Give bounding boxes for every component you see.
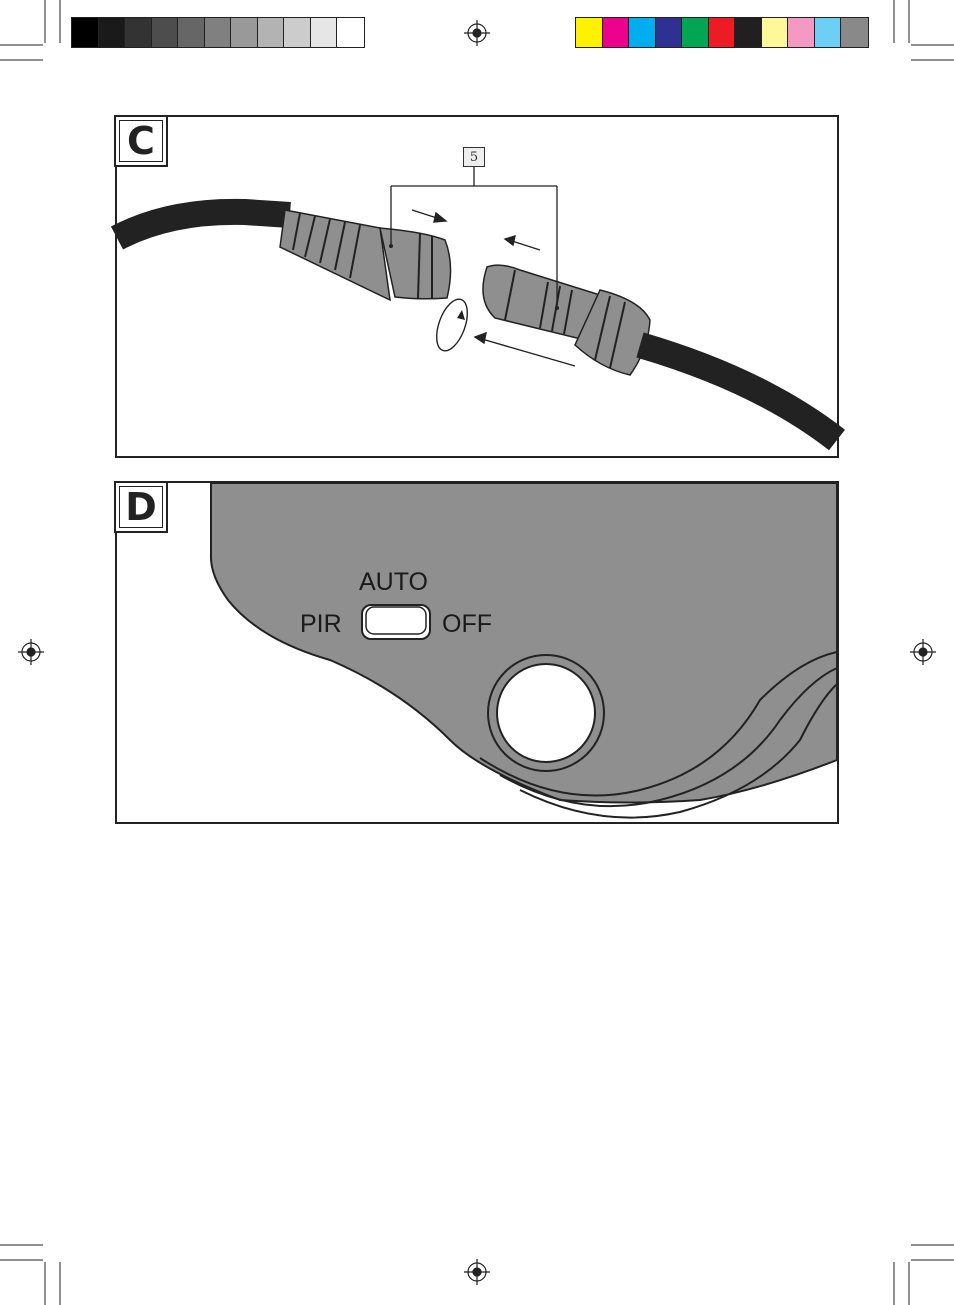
switch-label-auto: AUTO	[359, 568, 428, 597]
panel-d-label-tab: D	[114, 481, 168, 533]
panel-d-label: D	[119, 486, 163, 528]
switch-label-pir: PIR	[300, 610, 342, 639]
switch-label-off: OFF	[442, 610, 492, 639]
sensor-lens	[497, 664, 595, 762]
switch-knob	[366, 607, 426, 634]
